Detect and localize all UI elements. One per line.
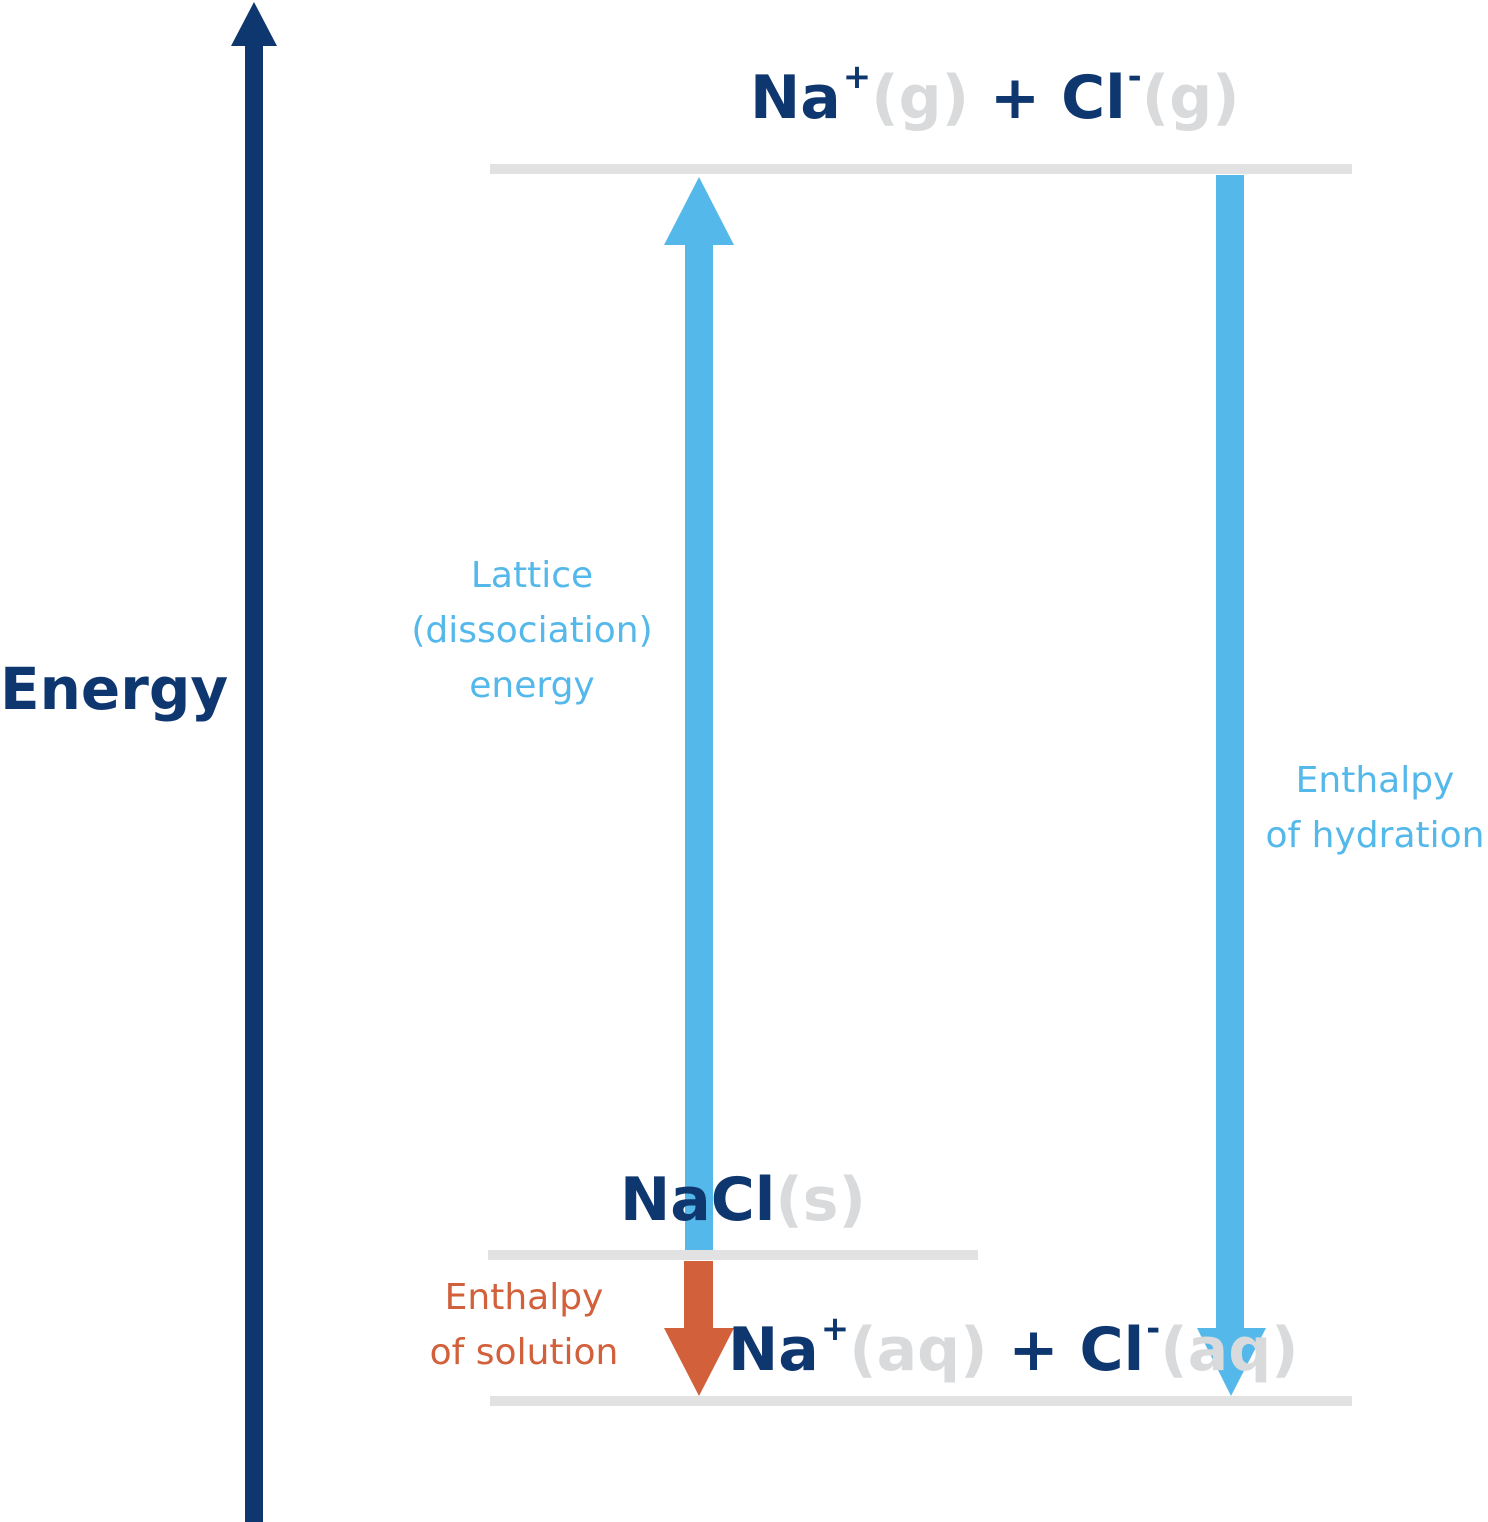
lattice-arrow-shaft — [685, 240, 713, 1250]
energy-axis-label: Energy — [0, 655, 229, 723]
aq-cation-state: (aq) — [849, 1315, 988, 1385]
aqueous-ions-species: Na+(aq) + Cl-(aq) — [728, 1312, 1299, 1380]
hydration-arrow-head — [1197, 1328, 1266, 1396]
solution-arrow-shaft — [684, 1261, 713, 1331]
solution-enthalpy-label: Enthalpy of solution — [418, 1270, 630, 1380]
solution-arrow-head — [664, 1328, 734, 1396]
gas-ions-species: Na+(g) + Cl-(g) — [750, 60, 1240, 128]
solid-formula-a: Na — [620, 1165, 711, 1235]
aq-anion-state: (aq) — [1160, 1315, 1299, 1385]
solid-state: (s) — [775, 1165, 866, 1235]
lattice-label-line2: (dissociation) — [411, 610, 653, 651]
gas-cation: Na — [750, 63, 841, 133]
hydration-label-line1: Enthalpy — [1295, 760, 1455, 801]
lattice-energy-label: Lattice (dissociation) energy — [400, 548, 664, 713]
gas-anion: Cl — [1061, 63, 1126, 133]
gas-cation-charge: + — [842, 57, 872, 97]
solid-formula-b: Cl — [710, 1165, 776, 1235]
lattice-label-line1: Lattice — [470, 555, 594, 596]
aq-anion-charge: - — [1146, 1309, 1161, 1349]
solid-species: NaCl(s) — [620, 1170, 866, 1230]
solution-label-line1: Enthalpy — [444, 1277, 604, 1318]
lattice-arrow-head — [664, 177, 734, 245]
lattice-label-line3: energy — [469, 665, 595, 706]
solution-label-line2: of solution — [429, 1332, 619, 1373]
hydration-enthalpy-label: Enthalpy of hydration — [1262, 753, 1488, 863]
energy-axis-arrowhead — [231, 2, 277, 46]
hydration-arrow-shaft — [1216, 175, 1244, 1335]
aq-cation-charge: + — [820, 1309, 850, 1349]
hydration-label-line2: of hydration — [1265, 815, 1485, 856]
gas-plus: + — [969, 63, 1062, 133]
gas-anion-state: (g) — [1141, 63, 1240, 133]
aq-cation: Na — [728, 1315, 819, 1385]
gas-anion-charge: - — [1127, 57, 1142, 97]
aq-anion: Cl — [1079, 1315, 1145, 1385]
aq-plus: + — [987, 1315, 1080, 1385]
gas-cation-state: (g) — [871, 63, 969, 133]
